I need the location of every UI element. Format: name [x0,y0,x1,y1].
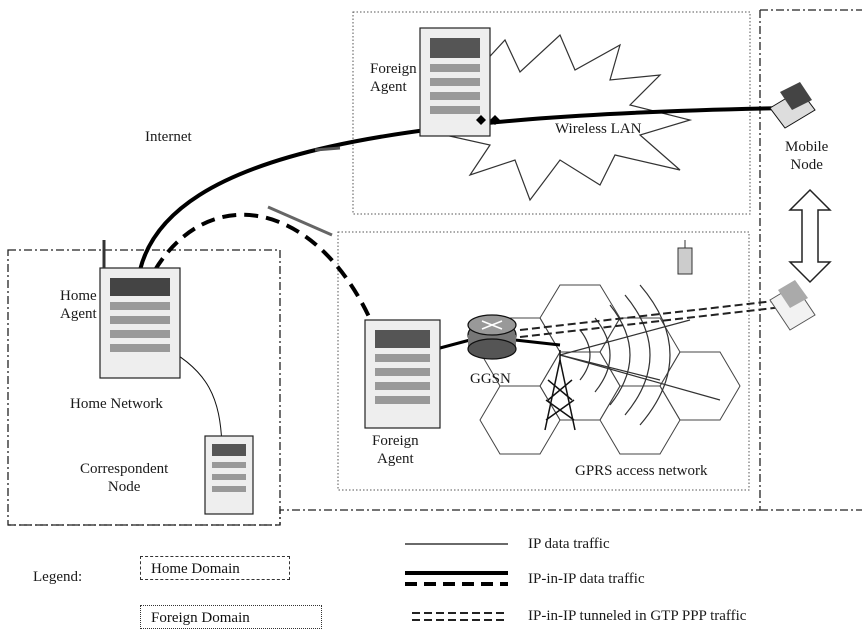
radio-waves [559,284,721,426]
server-icon [99,240,181,379]
laptop-icon [769,82,816,129]
correspondent-node-label: Correspondent Node [80,461,169,495]
foreign-domain-box-top [352,11,751,215]
legend-title: Legend: [33,569,83,585]
ggsn-link [439,338,471,350]
connection-markers [476,115,500,125]
gprs-access-network-label: GPRS access network [575,463,708,479]
gtp-tunnel-path [519,297,801,338]
foreign-agent-bottom-label: Foreign Agent [372,433,419,467]
legend-foreign-domain: Foreign Domain [140,605,322,629]
gprs-cells [479,284,741,455]
cable-fragment-2 [267,205,333,237]
ip-in-ip-path-wlan [138,106,791,271]
mobile-domain-outline [279,9,862,525]
legend-ip-in-ip-tunneled: IP-in-IP tunneled in GTP PPP traffic [528,608,747,624]
internet-label: Internet [145,129,192,145]
cable-fragment-1 [314,146,341,152]
double-arrow-icon [788,188,832,284]
legend-home-domain: Home Domain [140,556,290,580]
legend-ip-in-ip-data-traffic: IP-in-IP data traffic [528,571,645,587]
foreign-agent-top-label: Foreign Agent [370,61,417,95]
laptop-icon [769,280,816,331]
home-agent-label: Home Agent [60,288,97,322]
ggsn-label: GGSN [470,371,511,387]
mobile-node-label: Mobile Node [785,139,829,173]
satellite-icon [677,240,693,275]
foreign-domain-box-bottom [337,231,750,491]
antenna-tower-icon [544,350,576,431]
server-icon [204,435,254,515]
router-icon [467,314,517,360]
legend-line-gtp [412,612,508,621]
server-icon [364,319,441,429]
legend-ip-data-traffic: IP data traffic [528,536,610,552]
ip-in-ip-path-gprs [153,212,377,331]
home-network-label: Home Network [70,396,163,412]
wireless-lan-label: Wireless LAN [555,121,642,137]
ggsn-link-2 [514,338,561,347]
